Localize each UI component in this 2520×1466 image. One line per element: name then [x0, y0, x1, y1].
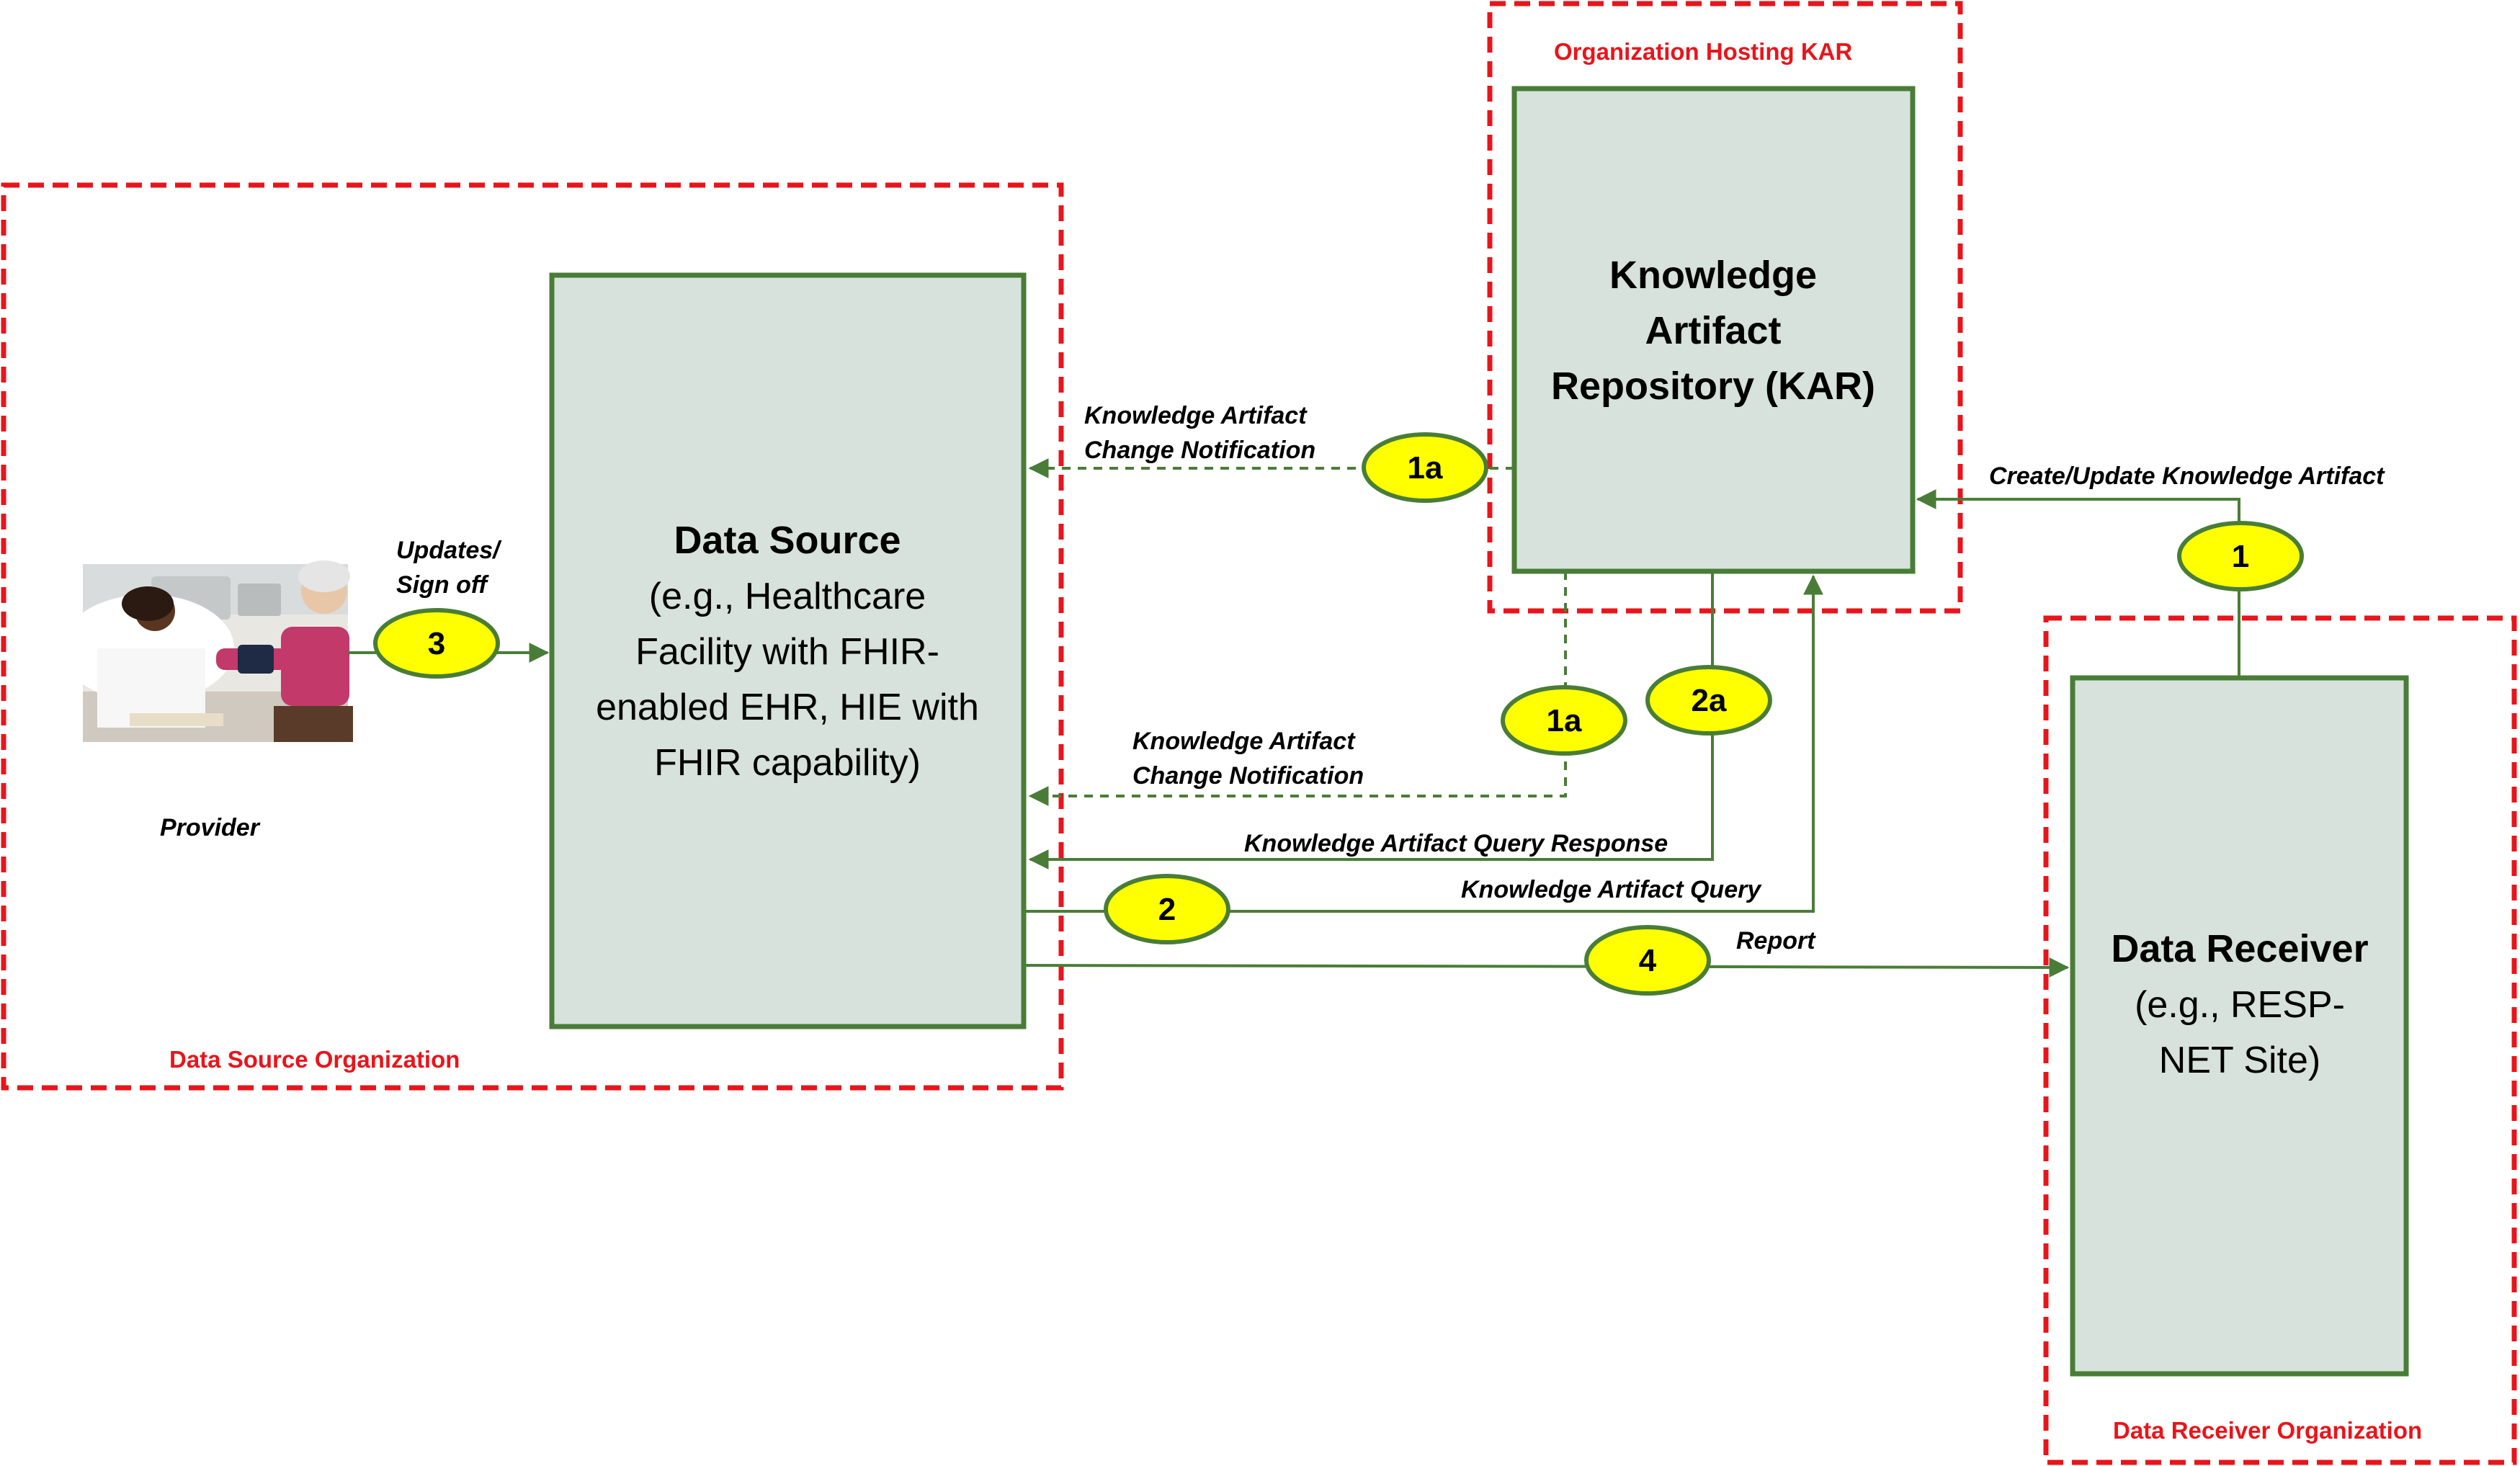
updates-signoff-label-line-1: Updates/	[396, 537, 502, 564]
data-receiver-desc-line-1: (e.g., RESP-	[2135, 984, 2345, 1026]
data-source-node[interactable]	[549, 272, 1027, 1029]
svg-text:2a: 2a	[1692, 683, 1727, 718]
data-receiver-title: Data Receiver	[2111, 927, 2368, 970]
step-badge-2[interactable]: 2	[1104, 874, 1230, 944]
provider-label: Provider	[160, 814, 261, 841]
kar-node[interactable]	[1511, 86, 1916, 574]
report-label: Report	[1736, 927, 1816, 955]
svg-text:3: 3	[428, 626, 445, 661]
svg-text:1a: 1a	[1547, 703, 1582, 738]
data-receiver-organization-box	[2043, 615, 2517, 1465]
change-notification-bottom-label-line-1: Knowledge Artifact	[1132, 728, 1356, 755]
data-receiver-desc-line-2: NET Site)	[2159, 1040, 2320, 1081]
change-notification-bottom-label-line-2: Change Notification	[1132, 762, 1364, 790]
report-edge	[1023, 957, 2070, 978]
kar-organization-box	[1487, 1, 1963, 614]
create-update-edge	[1916, 489, 2240, 678]
svg-text:1: 1	[2232, 539, 2249, 574]
svg-text:4: 4	[1639, 943, 1657, 978]
data-source-desc-line-1: (e.g., Healthcare	[649, 576, 926, 617]
query-response-label: Knowledge Artifact Query Response	[1244, 830, 1668, 857]
data-receiver-node[interactable]	[2070, 675, 2409, 1377]
data-source-desc-line-3: enabled EHR, HIE with	[596, 687, 979, 728]
data-receiver-organization-label: Data Receiver Organization	[2113, 1417, 2422, 1444]
svg-text:2: 2	[1158, 892, 1176, 927]
query-edge	[1024, 574, 1823, 913]
data-source-desc-line-2: Facility with FHIR-	[635, 631, 939, 673]
data-source-desc-line-4: FHIR capability)	[654, 742, 921, 784]
step-badge-4[interactable]: 4	[1584, 925, 1711, 996]
create-update-label: Create/Update Knowledge Artifact	[1989, 462, 2385, 490]
kar-title-line-3: Repository (KAR)	[1551, 365, 1875, 408]
svg-text:1a: 1a	[1408, 450, 1443, 486]
step-badge-1a-bottom[interactable]: 1a	[1501, 685, 1627, 756]
query-label: Knowledge Artifact Query	[1461, 876, 1762, 903]
data-source-title: Data Source	[674, 519, 901, 562]
change-notification-top-label-line-1: Knowledge Artifact	[1084, 402, 1308, 429]
change-notification-bottom-edge	[1028, 571, 1567, 806]
kar-organization-label: Organization Hosting KAR	[1554, 38, 1852, 65]
kar-title-line-2: Artifact	[1645, 309, 1781, 352]
data-source-organization-box	[1, 182, 1064, 1091]
doctor-patient-photo-icon	[61, 560, 353, 742]
updates-signoff-label-line-2: Sign off	[396, 571, 490, 599]
data-source-organization-label: Data Source Organization	[169, 1046, 460, 1073]
step-badge-2a[interactable]: 2a	[1645, 665, 1772, 736]
step-badge-1a-top[interactable]: 1a	[1362, 432, 1488, 503]
step-badge-3[interactable]: 3	[373, 608, 500, 679]
step-badge-1[interactable]: 1	[2177, 521, 2304, 591]
change-notification-top-label-line-2: Change Notification	[1084, 437, 1315, 464]
kar-title-line-1: Knowledge	[1609, 254, 1817, 297]
